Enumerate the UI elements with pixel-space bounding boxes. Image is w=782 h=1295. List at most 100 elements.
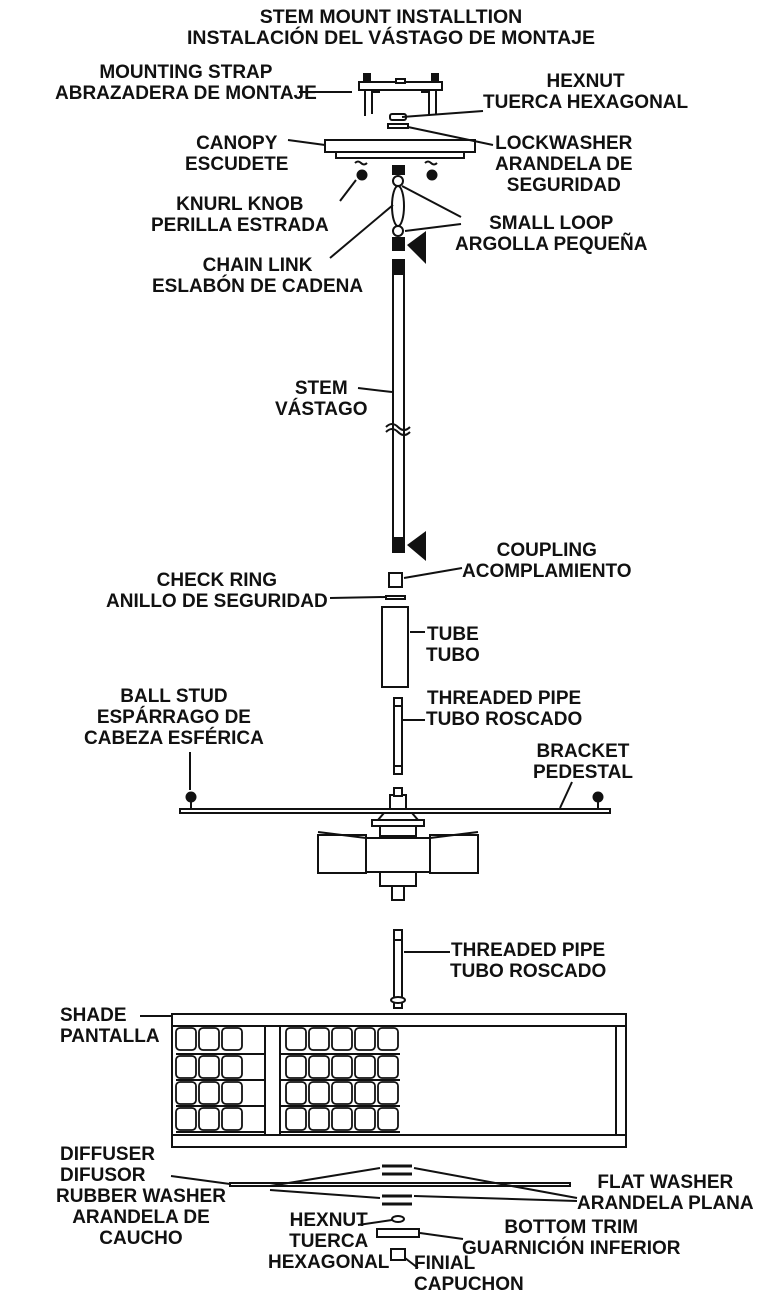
label-hexnut-bottom-en: HEXNUT: [289, 1210, 368, 1231]
label-shade-es: PANTALLA: [60, 1026, 160, 1047]
diagram-title: STEM MOUNT INSTALLTION INSTALACIÓN DEL V…: [0, 7, 782, 49]
label-diffuser-es: DIFUSOR: [60, 1165, 146, 1186]
label-check-ring: CHECK RING ANILLO DE SEGURIDAD: [106, 570, 328, 612]
label-mounting-strap: MOUNTING STRAP ABRAZADERA DE MONTAJE: [55, 62, 317, 104]
label-bracket-en: BRACKET: [536, 741, 630, 762]
threaded-pipe-upper-part: [393, 697, 403, 775]
check-ring-part: [385, 595, 406, 600]
shade-glass-cell: [175, 1055, 197, 1079]
label-chain-link-es: ESLABÓN DE CADENA: [152, 276, 364, 297]
shade-glass-cell: [331, 1107, 353, 1131]
shade-part: [171, 1013, 627, 1148]
flat-washer-part: [382, 1164, 412, 1198]
label-rubber-washer: RUBBER WASHER ARANDELA DE CAUCHO: [56, 1186, 226, 1249]
shade-glass-cell: [308, 1107, 330, 1131]
label-bracket-es: PEDESTAL: [533, 762, 633, 783]
label-coupling-en: COUPLING: [496, 540, 597, 561]
shade-glass-cell: [331, 1081, 353, 1105]
shade-glass-cell: [198, 1107, 220, 1131]
label-small-loop-es: ARGOLLA PEQUEÑA: [455, 234, 648, 255]
bottom-trim-part: [376, 1228, 420, 1238]
shade-glass-cell: [377, 1027, 399, 1051]
label-canopy: CANOPY ESCUDETE: [185, 133, 288, 175]
label-hexnut-bottom-es-2: HEXAGONAL: [268, 1252, 390, 1273]
shade-glass-cell: [377, 1055, 399, 1079]
shade-glass-cell: [377, 1107, 399, 1131]
label-hexnut-top-en: HEXNUT: [546, 71, 625, 92]
coupling-part: [388, 572, 403, 588]
label-mounting-strap-en: MOUNTING STRAP: [99, 62, 273, 83]
label-flat-washer-es: ARANDELA PLANA: [577, 1193, 754, 1214]
shade-glass-cell: [221, 1027, 243, 1051]
label-lockwasher: LOCKWASHER ARANDELA DE SEGURIDAD: [495, 133, 633, 196]
shade-glass-cell: [331, 1055, 353, 1079]
label-knurl-knob-es: PERILLA ESTRADA: [151, 215, 329, 236]
label-bottom-trim-en: BOTTOM TRIM: [504, 1217, 639, 1238]
label-finial: FINIAL CAPUCHON: [414, 1253, 524, 1295]
label-tube-en: TUBE: [427, 624, 479, 645]
label-diffuser: DIFFUSER DIFUSOR: [60, 1144, 155, 1186]
shade-glass-cell: [221, 1107, 243, 1131]
label-stem-en: STEM: [294, 378, 348, 399]
label-canopy-es: ESCUDETE: [185, 154, 289, 175]
label-threaded-pipe-upper-en: THREADED PIPE: [427, 688, 582, 709]
shade-glass-cell: [198, 1027, 220, 1051]
mounting-strap-part: [358, 73, 443, 116]
shade-glass-cell: [285, 1055, 307, 1079]
canopy-part: [324, 139, 476, 166]
shade-glass-cell: [377, 1081, 399, 1105]
bracket-part: [179, 787, 611, 814]
label-rubber-washer-es-1: ARANDELA DE: [72, 1207, 210, 1228]
shade-glass-cell: [354, 1107, 376, 1131]
ball-stud-part: [185, 791, 604, 809]
stem-part: [385, 259, 411, 553]
label-shade: SHADE PANTALLA: [60, 1005, 160, 1047]
finial-part: [390, 1248, 406, 1261]
label-check-ring-en: CHECK RING: [156, 570, 278, 591]
label-hexnut-bottom: HEXNUT TUERCA HEXAGONAL: [268, 1210, 389, 1273]
label-small-loop: SMALL LOOP ARGOLLA PEQUEÑA: [455, 213, 647, 255]
label-threaded-pipe-upper: THREADED PIPE TUBO ROSCADO: [426, 688, 582, 730]
hexnut-bottom-part: [391, 1215, 405, 1223]
shade-glass-cell: [285, 1107, 307, 1131]
label-coupling-es: ACOMPLAMIENTO: [462, 561, 632, 582]
label-tube: TUBE TUBO: [426, 624, 480, 666]
arrow-marker-upper: [407, 231, 426, 264]
knurl-knob-part: [356, 169, 438, 181]
lockwasher-part: [387, 123, 409, 129]
shade-glass-cell: [175, 1081, 197, 1105]
label-knurl-knob: KNURL KNOB PERILLA ESTRADA: [151, 194, 329, 236]
threaded-pipe-lower-part: [390, 929, 406, 1009]
diffuser-part: [229, 1182, 571, 1187]
title-line-2: INSTALACIÓN DEL VÁSTAGO DE MONTAJE: [186, 27, 596, 49]
label-flat-washer-en: FLAT WASHER: [597, 1172, 734, 1193]
leader-lines: [140, 91, 578, 1269]
label-hexnut-top-es: TUERCA HEXAGONAL: [483, 92, 689, 113]
shade-glass-cell: [354, 1055, 376, 1079]
label-threaded-pipe-lower-es: TUBO ROSCADO: [450, 961, 607, 982]
shade-glass-cell: [198, 1081, 220, 1105]
shade-glass-cell: [308, 1055, 330, 1079]
shade-glass-cell: [354, 1081, 376, 1105]
label-hexnut-top: HEXNUT TUERCA HEXAGONAL: [483, 71, 688, 113]
shade-glass-cell: [175, 1027, 197, 1051]
label-finial-es: CAPUCHON: [414, 1274, 524, 1295]
label-rubber-washer-es-2: CAUCHO: [99, 1228, 183, 1249]
label-mounting-strap-es: ABRAZADERA DE MONTAJE: [55, 83, 317, 104]
label-bottom-trim-es: GUARNICIÓN INFERIOR: [462, 1238, 681, 1259]
label-lockwasher-es-2: SEGURIDAD: [506, 175, 621, 196]
label-bracket: BRACKET PEDESTAL: [533, 741, 633, 783]
label-check-ring-es: ANILLO DE SEGURIDAD: [106, 591, 328, 612]
label-bottom-trim: BOTTOM TRIM GUARNICIÓN INFERIOR: [462, 1217, 681, 1259]
label-threaded-pipe-lower: THREADED PIPE TUBO ROSCADO: [450, 940, 606, 982]
label-shade-en: SHADE: [60, 1005, 127, 1026]
tube-part: [381, 606, 409, 688]
shade-glass-cell: [308, 1081, 330, 1105]
label-small-loop-en: SMALL LOOP: [489, 213, 614, 234]
shade-glass-cell: [308, 1027, 330, 1051]
shade-glass-cell: [221, 1055, 243, 1079]
label-threaded-pipe-upper-es: TUBO ROSCADO: [426, 709, 583, 730]
label-threaded-pipe-lower-en: THREADED PIPE: [451, 940, 606, 961]
label-knurl-knob-en: KNURL KNOB: [176, 194, 304, 215]
